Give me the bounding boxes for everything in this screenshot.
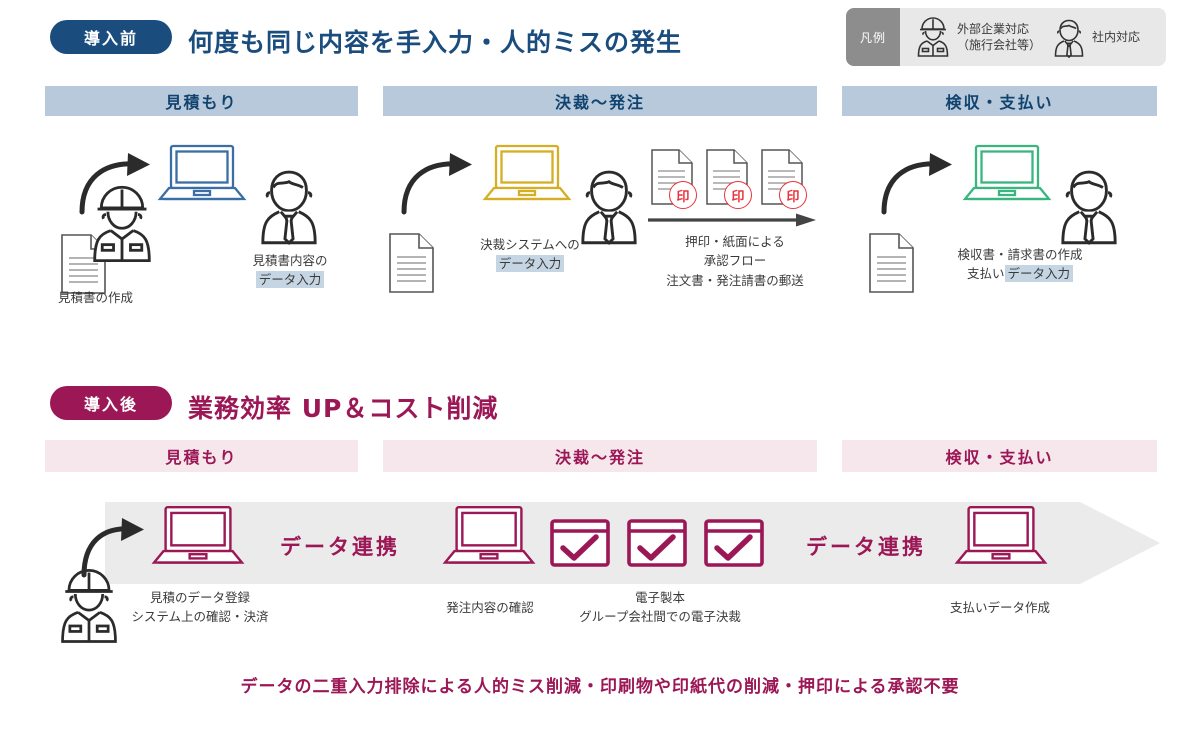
- laptop-icon-after-2: [442, 505, 536, 570]
- section-title-after: 業務効率 UP＆コスト削減: [188, 394, 499, 423]
- caption-after-payment: 支払いデータ作成: [949, 600, 1050, 615]
- legend: 凡例: [846, 8, 1166, 66]
- seal-stamp-icon-1: 印: [669, 181, 697, 209]
- business-person-icon-payment: [1058, 164, 1120, 245]
- helmet-worker-icon-quote: [90, 182, 154, 264]
- highlight-data-entry-quote: データ入力: [255, 271, 325, 289]
- legend-item-external: 外部企業対応（施行会社等）: [916, 17, 1041, 57]
- column-header-payment-after: 検収・支払い: [842, 440, 1157, 472]
- laptop-icon-quote: [157, 144, 247, 206]
- business-person-icon-approval: [578, 164, 640, 245]
- curved-arrow-payment-icon: [880, 152, 958, 215]
- highlight-data-entry-payment: データ入力: [1004, 265, 1074, 283]
- document-icon-approval: [388, 232, 435, 294]
- section-title-before: 何度も同じ内容を手入力・人的ミスの発生: [188, 28, 683, 57]
- business-person-icon: [1053, 17, 1085, 59]
- data-link-label-2: データ連携: [806, 535, 926, 559]
- caption-approval-paper: 押印・紙面による 承認フロー 注文書・発注請書の郵送: [666, 234, 804, 288]
- legend-items: 外部企業対応（施行会社等） 社内対応: [900, 8, 1156, 66]
- caption-approval-laptop: 決裁システムへの データ入力: [480, 237, 580, 273]
- badge-before: 導入前: [50, 20, 172, 54]
- caption-after-ebook: 電子製本 グループ会社間での電子決裁: [579, 590, 741, 625]
- column-header-approval-after: 決裁〜発注: [383, 440, 817, 472]
- legend-item-internal-label: 社内対応: [1092, 29, 1141, 44]
- electronic-approval-icon-1: [550, 519, 610, 567]
- electronic-approval-icon-2: [627, 519, 687, 567]
- legend-label: 凡例: [846, 8, 900, 66]
- column-header-quote-after: 見積もり: [45, 440, 358, 472]
- badge-after: 導入後: [50, 386, 172, 420]
- helmet-worker-icon: [916, 17, 950, 57]
- document-icon-payment: [868, 232, 915, 294]
- curved-arrow-after-icon: [80, 515, 150, 578]
- laptop-icon-payment: [962, 144, 1052, 206]
- process-arrow-approval-icon: [648, 212, 818, 228]
- laptop-icon-after-1: [151, 505, 245, 570]
- seal-stamp-icon-3: 印: [779, 181, 807, 209]
- data-link-label-1: データ連携: [280, 535, 400, 559]
- seal-stamp-icon-2: 印: [724, 181, 752, 209]
- caption-payment: 検収書・請求書の作成 支払いデータ入力: [957, 247, 1083, 283]
- caption-quote-person: 見積書内容の データ入力: [252, 253, 328, 289]
- helmet-worker-icon-after: [58, 565, 120, 645]
- legend-item-internal: 社内対応: [1053, 17, 1141, 59]
- conclusion-message: データの二重入力排除による人的ミス削減・印刷物や印紙代の削減・押印による承認不要: [240, 677, 960, 697]
- laptop-icon-approval: [482, 144, 572, 206]
- caption-after-quote: 見積のデータ登録 システム上の確認・決済: [131, 590, 269, 625]
- column-header-quote-before: 見積もり: [45, 86, 358, 116]
- business-person-icon-quote: [258, 164, 320, 245]
- laptop-icon-after-3: [954, 505, 1048, 570]
- column-header-payment-before: 検収・支払い: [842, 86, 1157, 116]
- column-header-approval-before: 決裁〜発注: [383, 86, 817, 116]
- electronic-approval-icon-3: [704, 519, 764, 567]
- legend-item-external-label: 外部企業対応（施行会社等）: [957, 21, 1042, 52]
- caption-after-order: 発注内容の確認: [446, 600, 534, 615]
- curved-arrow-quote-icon: [78, 152, 156, 215]
- highlight-data-entry-approval: データ入力: [495, 255, 565, 273]
- caption-quote-document: 見積書の作成: [58, 290, 134, 305]
- curved-arrow-approval-icon: [400, 152, 478, 215]
